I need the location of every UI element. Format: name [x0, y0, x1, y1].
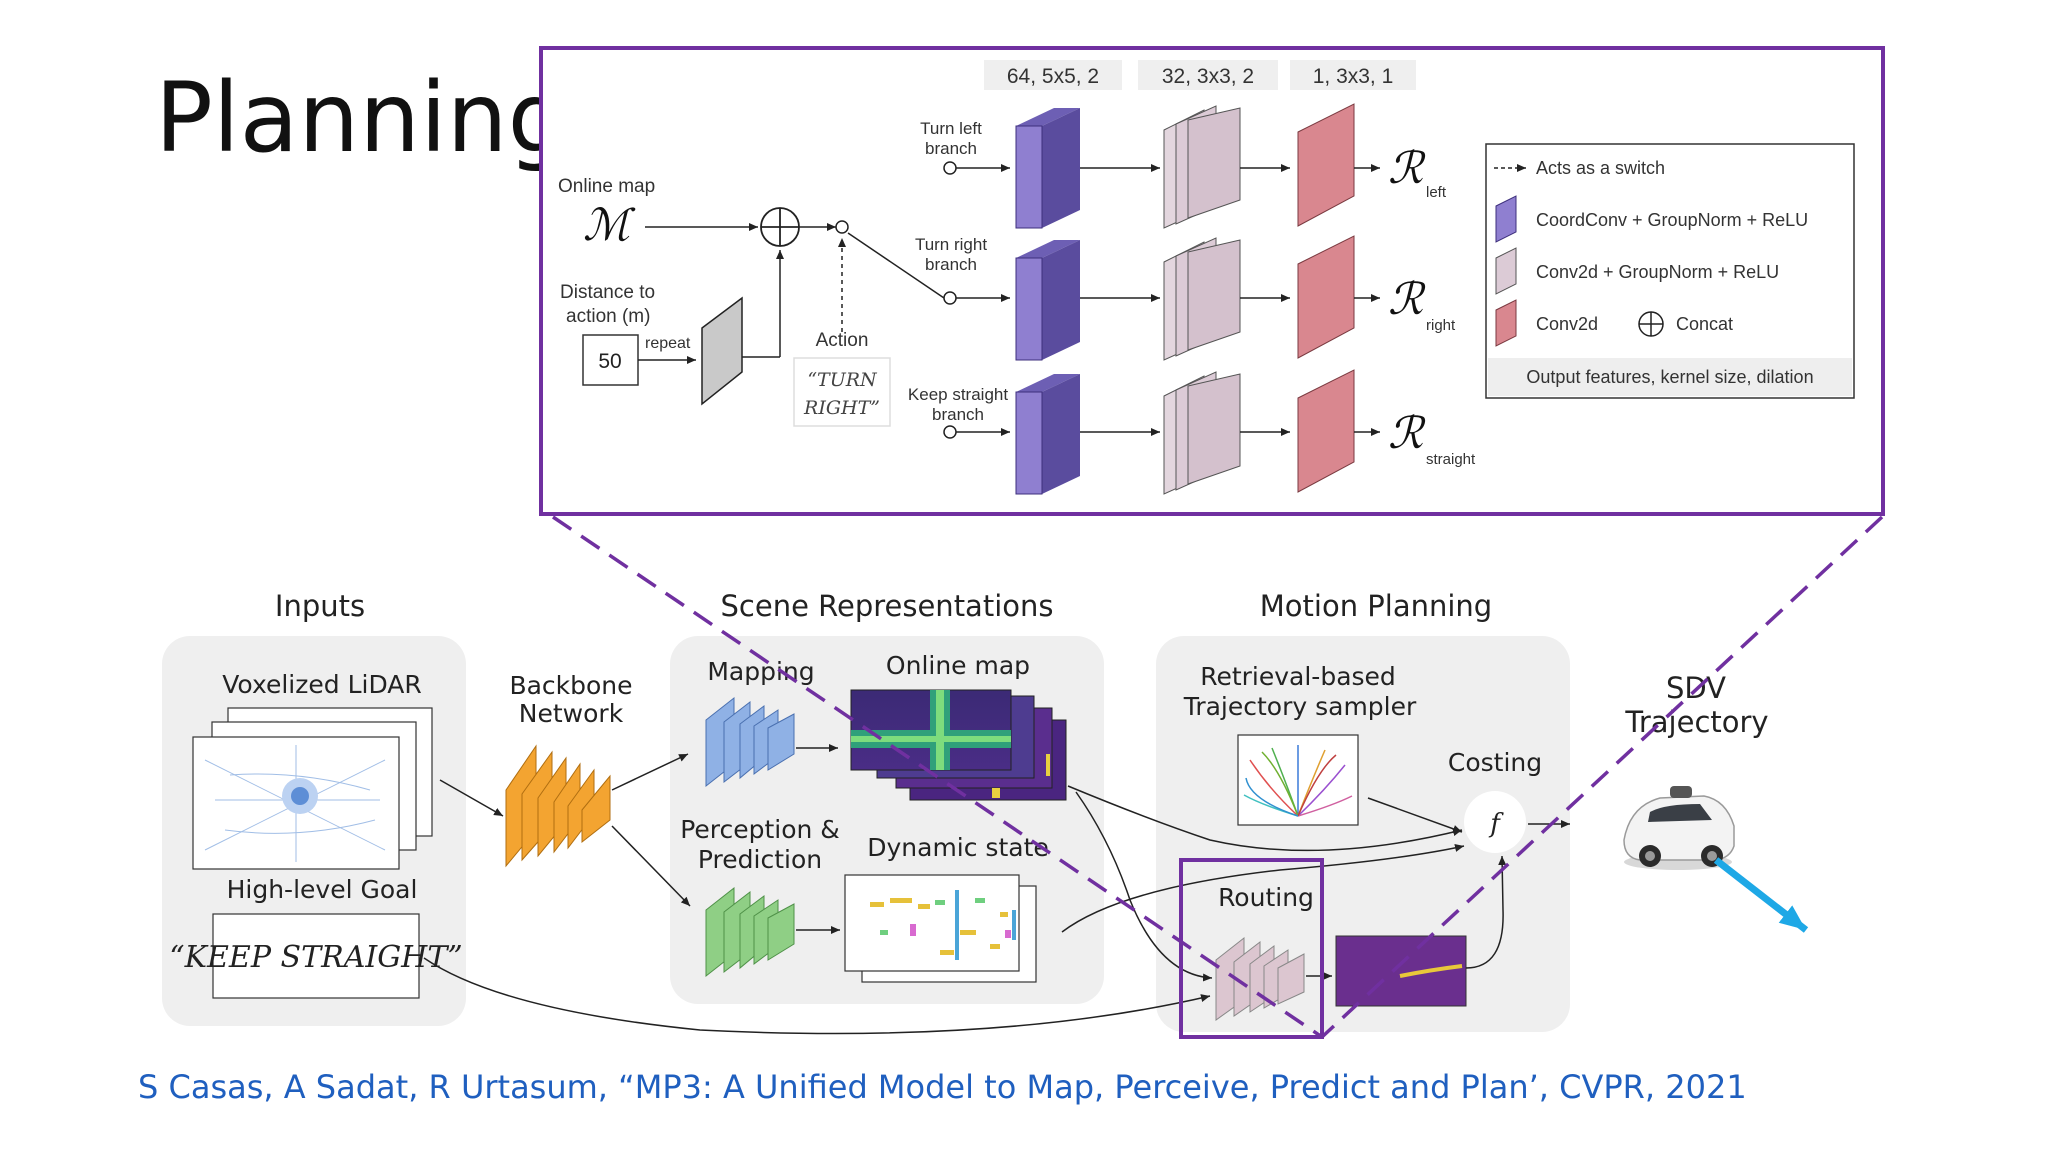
branch-straight-layers: ℛ straight [1015, 369, 1476, 495]
header-layer2: 32, 3x3, 2 [1162, 65, 1254, 88]
plus-circle-icon [760, 207, 800, 247]
arrow-icon [1713, 857, 1809, 933]
header-layer1: 64, 5x5, 2 [1007, 65, 1099, 88]
branch-left-label-2: branch [925, 139, 977, 158]
branch-straight-label-1: Keep straight [908, 385, 1008, 404]
action-value-box [793, 357, 891, 427]
online-map-symbol: ℳ [583, 200, 636, 251]
citation[interactable]: S Casas, A Sadat, R Urtasum, “MP3: A Uni… [138, 1068, 1747, 1106]
routing-highlight-box [1179, 858, 1324, 1039]
dynamic-label: Dynamic state [867, 833, 1049, 862]
detail-panel: 64, 5x5, 2 32, 3x3, 2 1, 3x3, 1 Online m… [539, 46, 1885, 516]
pipeline: Inputs Scene Representations Motion Plan… [162, 589, 1809, 1035]
online-map-stack-label: Online map [886, 651, 1030, 680]
legend-conv2d-label: Conv2d [1536, 314, 1598, 334]
legend-coordconv-label: CoordConv + GroupNorm + ReLU [1536, 210, 1808, 230]
scene-title: Scene Representations [721, 589, 1054, 623]
online-map-images [850, 689, 1067, 801]
header-layer3: 1, 3x3, 1 [1313, 65, 1394, 88]
legend-footer: Output features, kernel size, dilation [1526, 367, 1813, 387]
routing-label: Routing [1218, 883, 1314, 912]
sampler-label-1: Retrieval-based [1200, 662, 1396, 691]
branch-straight-label-2: branch [932, 405, 984, 424]
zoom-line-right [1320, 515, 1884, 1039]
goal-label: High-level Goal [227, 875, 418, 904]
car-icon [1623, 786, 1735, 870]
mapping-label: Mapping [707, 657, 814, 686]
legend-coordconv-swatch [1495, 195, 1517, 243]
perception-block [705, 886, 795, 978]
perception-label-1: Perception & [680, 815, 840, 844]
trajectory-sampler-image [1237, 734, 1359, 826]
cost-function-node [1464, 791, 1526, 853]
backbone-label-1: Backbone [509, 671, 632, 700]
route-map-image [1335, 935, 1467, 1007]
backbone-label-2: Network [519, 699, 624, 728]
zoom-line-left [552, 515, 1323, 1039]
perception-label-2: Prediction [698, 845, 822, 874]
legend: Acts as a switch CoordConv + GroupNorm +… [1485, 143, 1855, 399]
branch-right-label-2: branch [925, 255, 977, 274]
legend-conv-gn-label: Conv2d + GroupNorm + ReLU [1536, 262, 1779, 282]
online-map-label: Online map [558, 176, 655, 197]
output-left-sub: left [1426, 184, 1447, 201]
routing-block [1215, 936, 1305, 1021]
costing-label: Costing [1448, 748, 1542, 777]
inputs-title: Inputs [275, 589, 365, 623]
branch-left-label-1: Turn left [920, 119, 982, 138]
dynamic-state-images [844, 874, 1037, 983]
legend-switch-label: Acts as a switch [1536, 158, 1665, 178]
distance-value-box [582, 334, 639, 386]
mapping-block [705, 696, 795, 788]
goal-value: “KEEP STRAIGHT” [169, 940, 462, 975]
sampler-label-2: Trajectory sampler [1183, 692, 1417, 721]
legend-concat-icon [1638, 311, 1664, 337]
motion-title: Motion Planning [1260, 589, 1492, 623]
lidar-label: Voxelized LiDAR [222, 670, 421, 699]
distance-label-1: Distance to [560, 282, 655, 303]
action-value-line2: RIGHT” [803, 397, 880, 419]
legend-conv2d-swatch [1495, 299, 1517, 347]
slide-title: Planning [155, 62, 569, 174]
legend-concat-label: Concat [1676, 314, 1733, 334]
branch-left-layers: ℛ left [1015, 103, 1447, 229]
output-right-sub: right [1426, 317, 1456, 334]
backbone-network-block [505, 744, 611, 868]
goal-box [212, 913, 420, 999]
branch-right-layers: ℛ right [1015, 235, 1456, 361]
action-value-line1: “TURN [807, 369, 878, 391]
action-label: Action [816, 330, 869, 351]
output-straight-symbol: ℛ [1388, 408, 1426, 459]
branch-right-label-1: Turn right [915, 235, 987, 254]
repeat-map-tile [701, 296, 743, 406]
output-right-symbol: ℛ [1388, 274, 1426, 325]
output-straight-sub: straight [1426, 451, 1476, 468]
legend-conv-gn-swatch [1495, 247, 1517, 295]
distance-label-2: action (m) [566, 306, 650, 327]
distance-value: 50 [598, 350, 621, 373]
lidar-image-stack [192, 707, 433, 870]
output-left-symbol: ℛ [1388, 143, 1426, 194]
repeat-label: repeat [645, 335, 691, 352]
column-headers: 64, 5x5, 2 32, 3x3, 2 1, 3x3, 1 [984, 60, 1416, 90]
